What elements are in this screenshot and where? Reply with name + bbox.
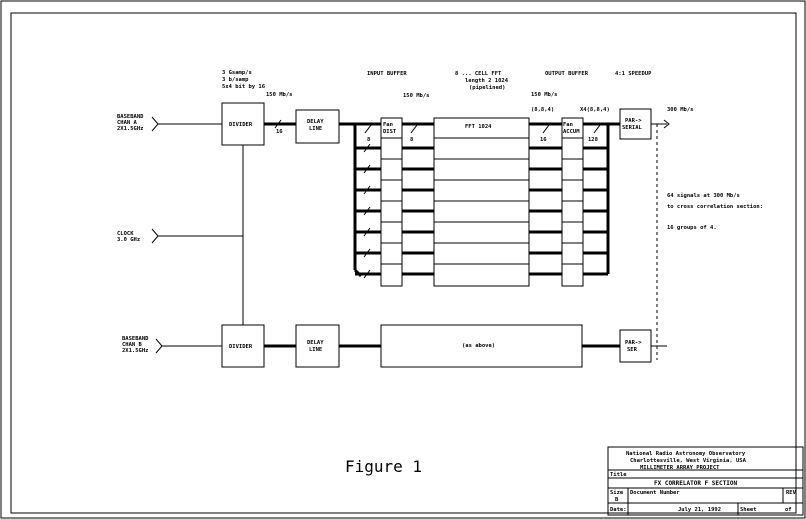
drawing-title: FX CORRELATOR F SECTION	[654, 480, 737, 487]
input-buffer-label: INPUT BUFFER	[367, 71, 407, 77]
bus-slash-a4	[542, 124, 550, 134]
lane-slash-2	[363, 164, 371, 174]
par-serial-a-label-1: PAR->	[625, 118, 642, 124]
side-note-line-3: 16 groups of 4.	[667, 225, 717, 231]
lane-slash-6	[363, 248, 371, 258]
fan-accum-block	[561, 117, 584, 287]
fan-dist-label-1: Fan	[383, 122, 393, 128]
fan-accum-label-1: Fan	[563, 122, 573, 128]
clock-label-2: 3.0 GHz	[117, 237, 140, 243]
tuple-label-b: X4(8,8,4)	[580, 107, 610, 113]
tuple-label-a: (8,8,4)	[531, 107, 554, 113]
rev-label: REV	[786, 490, 797, 496]
project-name: MILLIMETER ARRAY PROJECT	[640, 465, 720, 471]
of-label: of	[785, 507, 792, 513]
as-above-label: (as above)	[462, 343, 495, 349]
fft-block-label: FFT 1024	[465, 124, 492, 130]
rate-label-top-left: 150 Mb/s	[266, 92, 293, 98]
figure-caption: Figure 1	[345, 457, 422, 476]
bus-width-8-label: 8	[367, 137, 370, 143]
delay-line-a-block	[295, 109, 340, 144]
delay-a-label-1: DELAY	[307, 119, 324, 125]
delay-b-label-2: LINE	[309, 347, 322, 353]
fft-header-line-3: (pipelined)	[469, 85, 505, 91]
header-left-line-1: 3 Gsamp/s	[222, 70, 252, 76]
side-note-line-2: to cross correlation section:	[667, 204, 763, 210]
delay-line-b-block	[295, 324, 340, 368]
lane-slash-7	[363, 269, 371, 279]
lane-slash-4	[363, 206, 371, 216]
rate-label-out: 300 Mb/s	[667, 107, 694, 113]
chan-b-label-1: BASEBAND	[122, 336, 149, 342]
clock-input-arrow	[151, 228, 159, 244]
size-value: B	[615, 497, 619, 503]
size-label: Size	[610, 490, 624, 496]
chan-a-label-1: BASEBAND	[117, 114, 144, 120]
chan-b-label-3: 2X1.5GHz	[122, 348, 149, 354]
fan-dist-label-2: DIST	[383, 129, 397, 135]
bus-width-8b-label: 8	[410, 137, 413, 143]
bus-slash-a3	[410, 124, 418, 134]
lane-slash-5	[363, 227, 371, 237]
bus-slash-a5	[593, 124, 601, 134]
delay-a-label-2: LINE	[309, 126, 322, 132]
divider-b-block	[221, 324, 265, 368]
bus-slash-a2	[364, 124, 372, 134]
fft-header-line-2: length 2 1024	[465, 78, 509, 84]
par-serial-a-block	[619, 108, 652, 140]
title-block: National Radio Astronomy Observatory Cha…	[607, 446, 804, 516]
chan-a-input-arrow	[151, 116, 159, 132]
header-left-line-3: 5x4 bit by 16	[222, 84, 266, 90]
output-buffer-label: OUTPUT BUFFER	[545, 71, 589, 77]
side-note-line-1: 64 signals at 300 Mb/s	[667, 193, 740, 199]
title-block-frame	[607, 446, 804, 516]
sheet-label: Sheet	[740, 507, 757, 513]
bus-width-16-label: 16	[276, 129, 283, 135]
trunk-corner	[353, 268, 363, 278]
fft-block	[433, 117, 530, 287]
delay-b-label-1: DELAY	[307, 340, 324, 346]
org-location: Charlottesville, West Virginia, USA	[630, 458, 747, 464]
drawing-frame	[10, 12, 797, 514]
title-label: Title	[610, 472, 627, 478]
bus-width-16b-label: 16	[540, 137, 547, 143]
fan-accum-label-2: ACCUM	[563, 129, 580, 135]
serial-a-output-arrow	[663, 119, 670, 129]
lane-slash-1	[363, 143, 371, 153]
par-serial-a-label-2: SERIAL	[622, 125, 643, 131]
fft-header-line-1: 8 ... CELL FFT	[455, 71, 502, 77]
org-name: National Radio Astronomy Observatory	[626, 451, 746, 457]
chan-a-label-3: 2X1.5GHz	[117, 126, 144, 132]
chan-b-input-arrow	[155, 338, 163, 354]
document-number-label: Document Number	[630, 490, 680, 496]
clock-label-1: CLOCK	[117, 231, 134, 237]
rate-label-right: 150 Mb/s	[531, 92, 558, 98]
bus-slash-a1	[274, 119, 282, 129]
rate-label-mid: 150 Mb/s	[403, 93, 430, 99]
par-serial-b-label-2: SER	[627, 347, 638, 353]
date-value: July 21, 1992	[678, 507, 721, 513]
lane-slash-3	[363, 185, 371, 195]
parallel-lanes	[353, 122, 620, 279]
date-label: Date:	[610, 507, 627, 513]
fft-section-b-block	[380, 324, 583, 368]
fan-dist-block	[380, 117, 403, 287]
chan-a-label-2: CHAN A	[117, 120, 138, 126]
divider-b-label: DIVIDER	[229, 344, 253, 350]
par-serial-b-label-1: PAR->	[625, 340, 642, 346]
par-serial-b-block	[619, 329, 652, 363]
bus-width-128-label: 128	[588, 137, 598, 143]
speedup-label: 4:1 SPEEDUP	[615, 71, 652, 77]
divider-a-label: DIVIDER	[229, 122, 253, 128]
chan-b-label-2: CHAN B	[122, 342, 143, 348]
header-left-line-2: 3 b/samp	[222, 77, 249, 83]
